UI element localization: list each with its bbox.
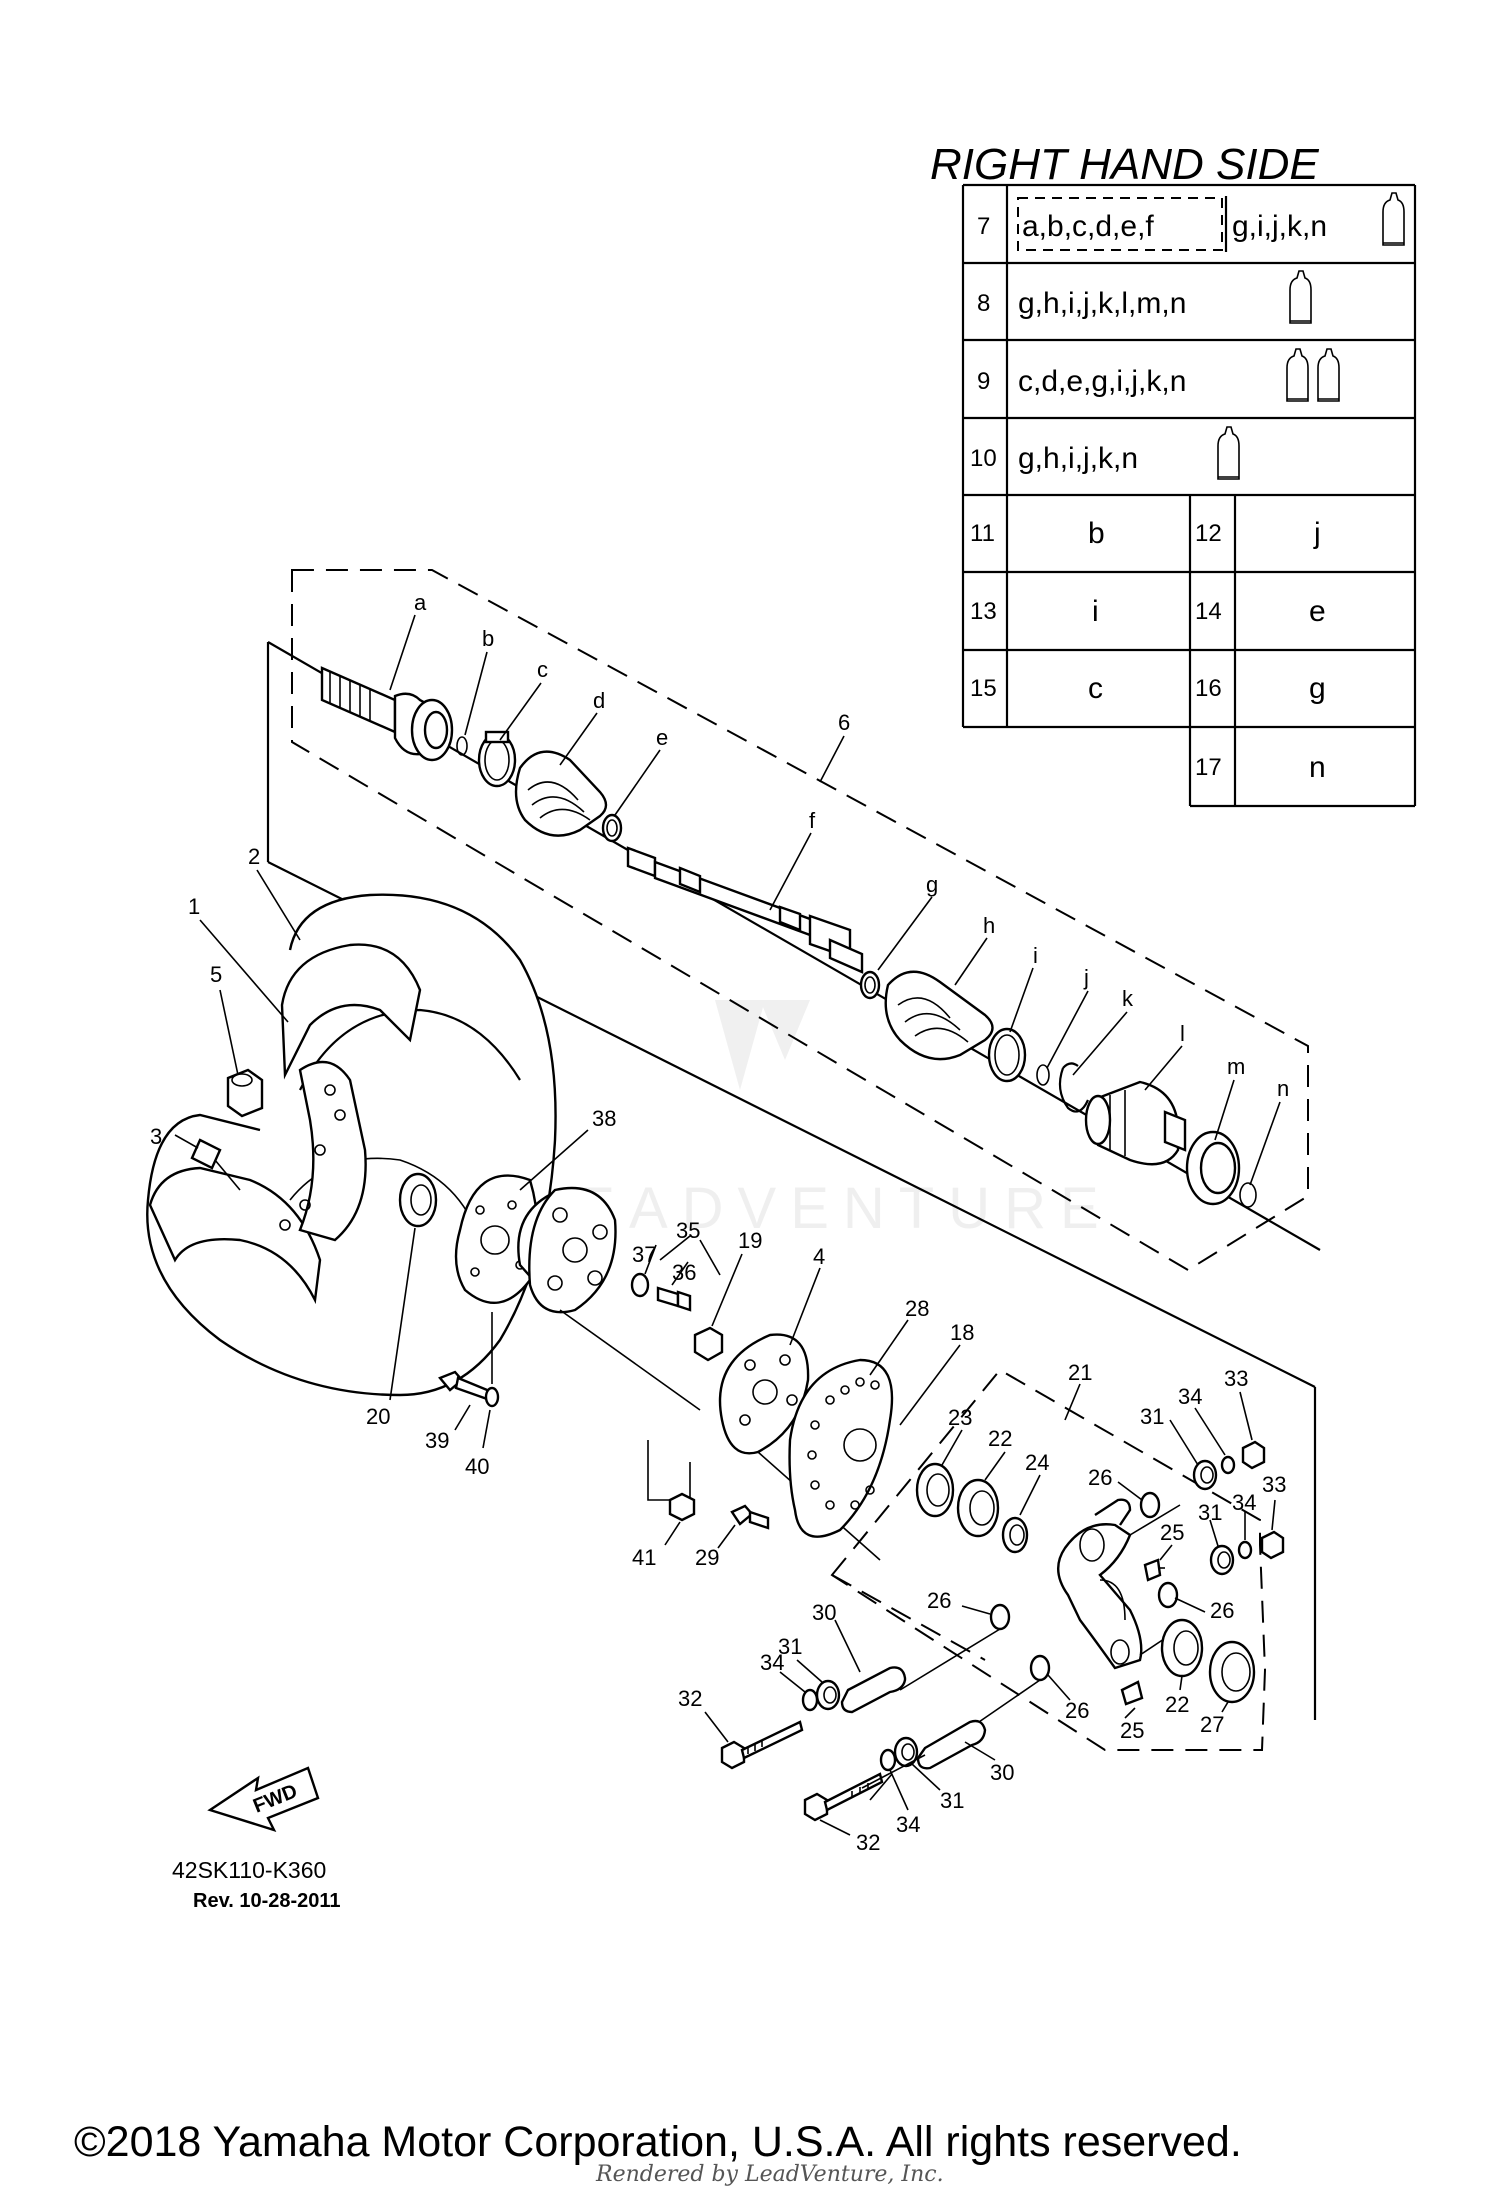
callout-34: 34	[1178, 1384, 1202, 1409]
forward-arrow-icon: FWD	[207, 1766, 320, 1832]
callout-22: 22	[1165, 1692, 1189, 1717]
row-12-number: 12	[1195, 520, 1222, 547]
row-7-dashed-text: a,b,c,d,e,f	[1022, 210, 1154, 243]
callout-2: 2	[248, 844, 260, 869]
label-g: g	[926, 872, 938, 897]
callout-32: 32	[856, 1830, 880, 1855]
callout-41: 41	[632, 1545, 656, 1570]
wheel-tire: 2 1 5 3	[146, 844, 557, 1397]
row-9-text: c,d,e,g,i,j,k,n	[1018, 365, 1186, 398]
callout-33: 33	[1224, 1366, 1248, 1391]
row-13-text: i	[1092, 595, 1099, 628]
callout-6: 6	[838, 710, 850, 735]
callout-38: 38	[592, 1106, 616, 1131]
callout-22: 22	[988, 1426, 1012, 1451]
label-e: e	[656, 725, 668, 750]
callout-27: 27	[1200, 1712, 1224, 1737]
callout-31: 31	[1140, 1404, 1164, 1429]
row-17-number: 17	[1195, 754, 1222, 781]
row-16-text: g	[1309, 672, 1326, 705]
callout-37: 37	[632, 1242, 656, 1267]
callout-40: 40	[465, 1454, 489, 1479]
label-l: l	[1180, 1021, 1185, 1046]
callout-21: 21	[1068, 1360, 1092, 1385]
callout-26: 26	[1210, 1598, 1234, 1623]
label-k: k	[1122, 986, 1134, 1011]
callout-19: 19	[738, 1228, 762, 1253]
label-f: f	[809, 808, 816, 833]
row-14-text: e	[1309, 595, 1326, 628]
grease-tube-icon	[1286, 348, 1309, 402]
callout-33: 33	[1262, 1472, 1286, 1497]
copyright-notice: ©2018 Yamaha Motor Corporation, U.S.A. A…	[74, 2118, 1242, 2166]
callout-28: 28	[905, 1296, 929, 1321]
row-11-number: 11	[970, 520, 995, 547]
callout-36: 36	[672, 1260, 696, 1285]
callout-25: 25	[1160, 1520, 1184, 1545]
row-10-text: g,h,i,j,k,n	[1018, 442, 1138, 475]
row-11-text: b	[1088, 517, 1105, 550]
row-15-text: c	[1088, 672, 1103, 705]
callout-34: 34	[896, 1812, 920, 1837]
table-title: RIGHT HAND SIDE	[930, 140, 1319, 189]
callout-5: 5	[210, 962, 222, 987]
label-a: a	[414, 590, 427, 615]
callout-29: 29	[695, 1545, 719, 1570]
revision-date: Rev. 10-28-2011	[193, 1890, 341, 1912]
label-i: i	[1033, 943, 1038, 968]
callout-26: 26	[1065, 1698, 1089, 1723]
callout-23: 23	[948, 1405, 972, 1430]
callout-31: 31	[778, 1634, 802, 1659]
drive-shaft-parts: a b c d e f g h i j k l m n 6	[320, 590, 1289, 1208]
callout-1: 1	[188, 894, 200, 919]
callout-31: 31	[940, 1788, 964, 1813]
row-12-text: j	[1313, 517, 1321, 550]
grease-tube-icon	[1217, 426, 1240, 480]
callout-25: 25	[1120, 1718, 1144, 1743]
label-m: m	[1227, 1054, 1245, 1079]
callout-24: 24	[1025, 1450, 1049, 1475]
callout-32: 32	[678, 1686, 702, 1711]
label-c: c	[537, 657, 548, 682]
row-17-text: n	[1309, 751, 1326, 784]
callout-30: 30	[990, 1760, 1014, 1785]
row-7-number: 7	[977, 213, 990, 240]
label-n: n	[1277, 1076, 1289, 1101]
label-b: b	[482, 626, 494, 651]
row-9-number: 9	[977, 368, 990, 395]
callout-30: 30	[812, 1600, 836, 1625]
diagram-code: 42SK110-K360	[172, 1857, 327, 1883]
row-16-number: 16	[1195, 675, 1222, 702]
label-j: j	[1083, 965, 1089, 990]
row-10-number: 10	[970, 445, 997, 472]
row-13-number: 13	[970, 598, 997, 625]
grease-tube-icon	[1382, 192, 1405, 246]
callout-26: 26	[1088, 1465, 1112, 1490]
row-7-text: g,i,j,k,n	[1232, 210, 1327, 243]
rendered-by-credit: Rendered by LeadVenture, Inc.	[596, 2162, 944, 2187]
callout-3: 3	[150, 1124, 162, 1149]
callout-35: 35	[676, 1218, 700, 1243]
row-8-number: 8	[977, 290, 990, 317]
callout-34: 34	[1232, 1490, 1256, 1515]
row-15-number: 15	[970, 675, 997, 702]
label-d: d	[593, 688, 605, 713]
label-h: h	[983, 913, 995, 938]
callout-39: 39	[425, 1428, 449, 1453]
callout-4: 4	[813, 1244, 825, 1269]
knuckle-assembly: 21 23 22 24 26 26 26 26	[678, 1360, 1286, 1855]
watermark-text: LEADVENTURE	[530, 1176, 1113, 1241]
grease-tube-icon	[1289, 270, 1312, 324]
callout-18: 18	[950, 1320, 974, 1345]
right-hand-side-table: 7 8 9 10 a,b,c,d,e,f g,i,j,k,n g,h,i,j,k…	[961, 183, 1417, 808]
callout-20: 20	[366, 1404, 390, 1429]
row-8-text: g,h,i,j,k,l,m,n	[1018, 287, 1186, 320]
row-14-number: 14	[1195, 598, 1222, 625]
hub-brake: 20 38 37 35 36 39	[366, 1106, 974, 1570]
callout-31: 31	[1198, 1500, 1222, 1525]
callout-26: 26	[927, 1588, 951, 1613]
callout-34: 34	[760, 1650, 784, 1675]
grease-tube-icon	[1317, 348, 1340, 402]
